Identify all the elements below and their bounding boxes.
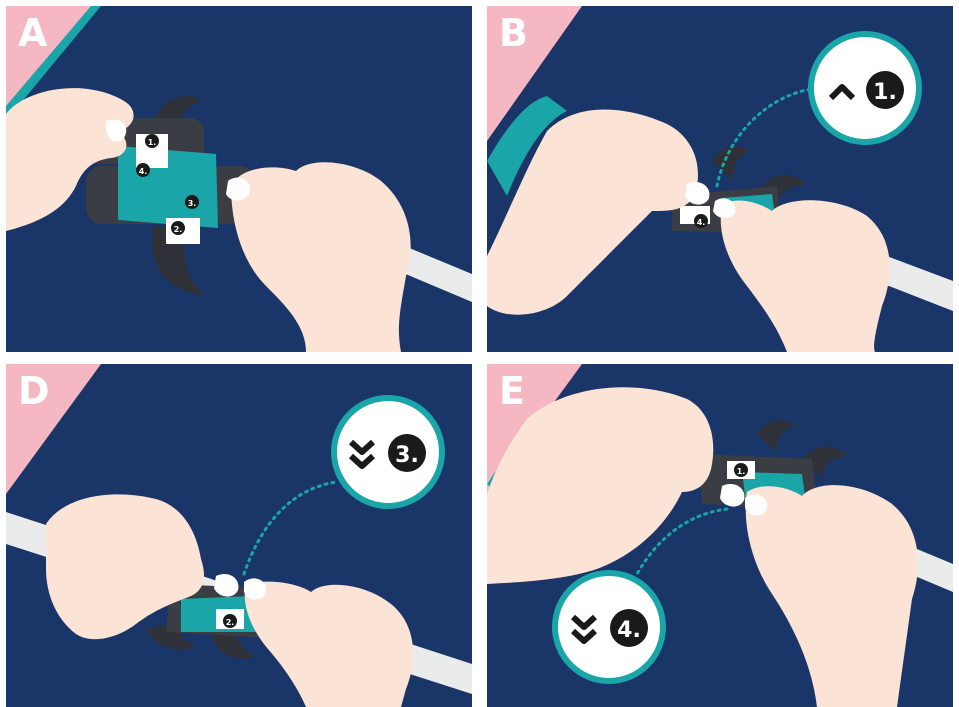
right-hand: [244, 581, 414, 707]
panel-letter: B: [499, 11, 528, 55]
panel-b: 4. 1. B: [487, 6, 953, 352]
step-badge-4: 4.: [139, 167, 148, 176]
panel-letter: E: [499, 369, 525, 413]
left-thumbnail: [105, 119, 127, 142]
left-hand: [487, 387, 714, 584]
panel-letter: A: [18, 11, 48, 55]
panel-b-illustration: 4. 1.: [487, 6, 953, 352]
panel-d-illustration: 2. 3.: [6, 364, 472, 707]
chevron-up-icon: [828, 84, 856, 101]
corner-triangle: [6, 364, 101, 494]
left-thumbnail: [720, 483, 745, 507]
step-badge-2: 2.: [226, 618, 235, 627]
right-thumbnail: [226, 177, 251, 201]
callout-step: 1.: [873, 80, 897, 105]
panel-d: 2. 3. D: [6, 364, 472, 707]
panel-a-illustration: 1. 4. 3. 2.: [6, 6, 472, 352]
step-number-circle: [866, 71, 904, 109]
panel-e: 1. 4. E: [487, 364, 953, 707]
left-hand: [487, 109, 698, 315]
right-hand: [745, 485, 918, 707]
clip-hook-right: [802, 446, 847, 479]
left-hand: [46, 494, 204, 640]
rod-teal-end: [487, 96, 567, 196]
step-number-circle: [388, 434, 426, 472]
clip-hook-left: [146, 622, 196, 650]
callout-leader: [242, 480, 338, 576]
callout-step: 4.: [617, 618, 641, 643]
step-badge-1: 1.: [737, 467, 746, 476]
clip-hook-top: [712, 145, 749, 181]
panel-a: 1. 4. 3. 2. A: [6, 6, 472, 352]
callout-circle: [552, 570, 666, 684]
double-chevron-down-icon: [570, 614, 598, 644]
step-badge-3: 3.: [188, 199, 197, 208]
left-thumbnail: [214, 573, 239, 597]
right-thumbnail: [244, 578, 267, 600]
callout-leader: [715, 87, 814, 188]
left-thumbnail: [685, 181, 710, 205]
clip-hook-top: [757, 420, 795, 452]
corner-triangle: [487, 6, 582, 141]
callout-circle: [808, 31, 922, 145]
callout-leader: [635, 507, 729, 576]
callout-circle: [331, 395, 445, 509]
callout-step: 3.: [395, 443, 419, 468]
left-hand: [6, 88, 134, 232]
right-thumbnail: [745, 494, 768, 516]
double-chevron-down-icon: [348, 439, 376, 469]
step-badge-4: 4.: [697, 218, 706, 227]
right-thumbnail: [713, 198, 736, 219]
step-badge-1: 1.: [148, 138, 157, 147]
right-hand: [720, 200, 890, 352]
panel-letter: D: [18, 369, 50, 413]
step-badge-2: 2.: [174, 225, 183, 234]
corner-triangle: [6, 6, 91, 106]
step-number-circle: [610, 609, 648, 647]
clip-hook-bottom: [152, 226, 206, 296]
panel-e-illustration: 1. 4.: [487, 364, 953, 707]
right-hand: [231, 162, 411, 352]
